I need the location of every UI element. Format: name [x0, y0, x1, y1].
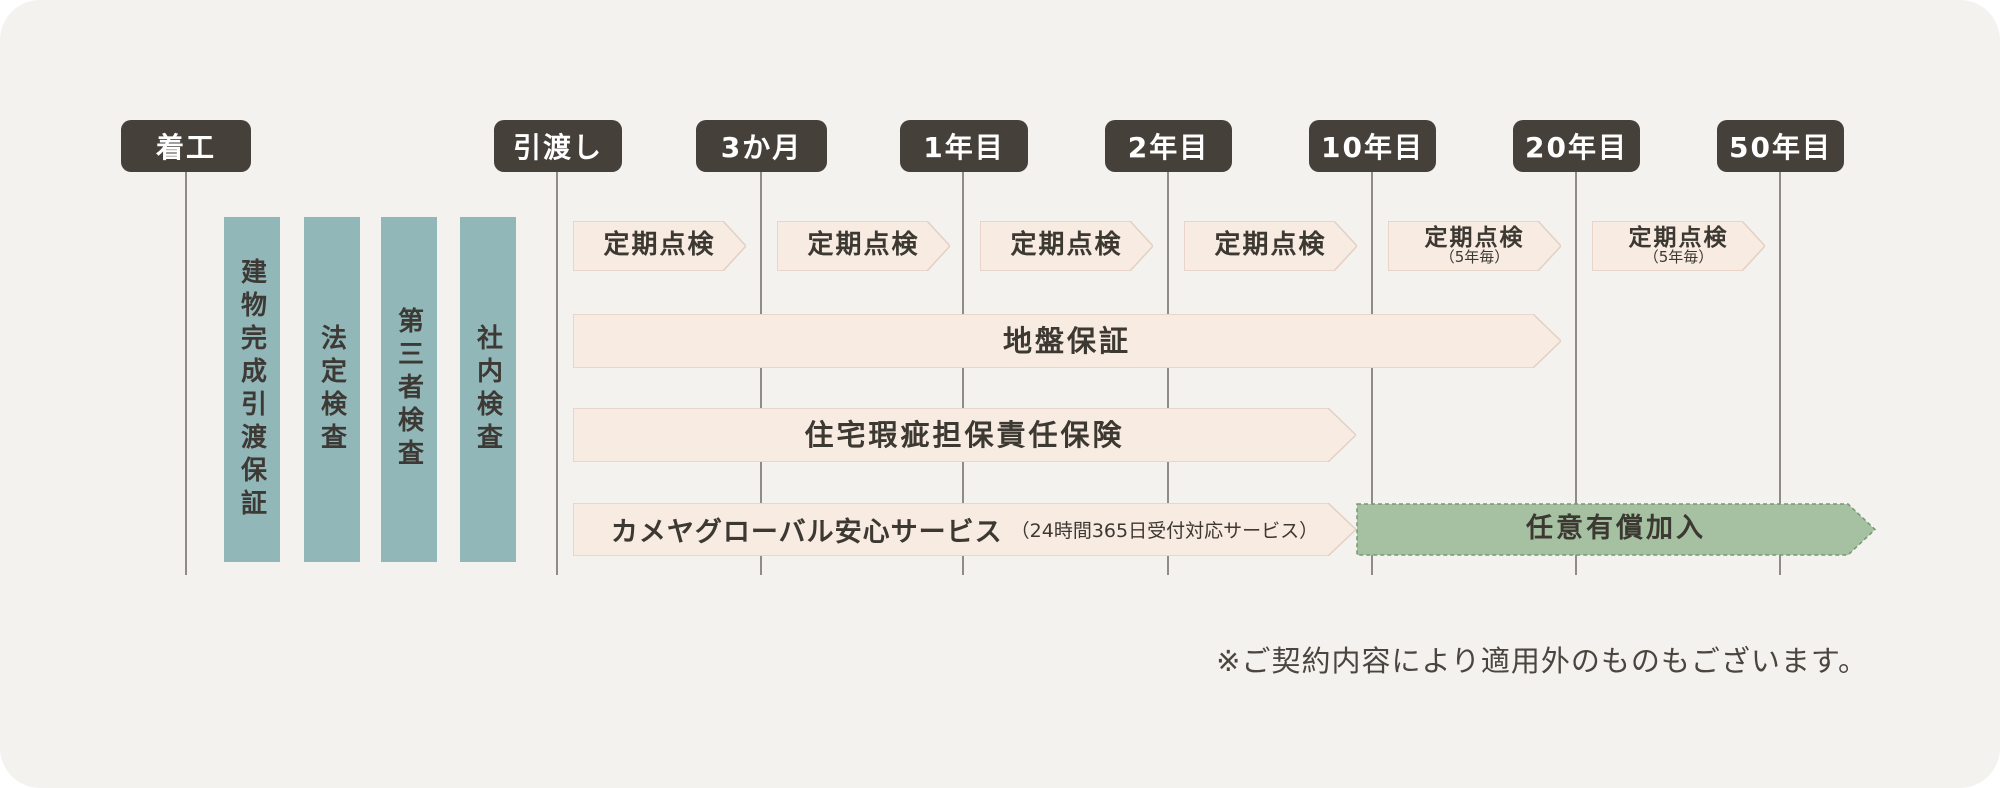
arrow-shape — [573, 314, 1561, 368]
periodic-inspection-arrow-4: 定期点検 — [1184, 221, 1357, 271]
arrow-shape — [1356, 503, 1876, 556]
timeline-line-1year — [962, 172, 964, 575]
timeline-line-hikiwatashi — [556, 172, 558, 575]
footnote: ※ご契約内容により適用外のものもございます。 — [1216, 644, 1868, 678]
periodic-inspection-sublabel: （5年毎） — [1439, 248, 1510, 267]
ground-warranty-band: 地盤保証 — [573, 314, 1561, 368]
milestone-1year: 1年目 — [900, 120, 1028, 172]
periodic-inspection-arrow-5: 定期点検 （5年毎） — [1388, 221, 1561, 271]
paid-option-label: 任意有償加入 — [1526, 513, 1706, 545]
timeline-line-10year — [1371, 172, 1373, 575]
arrow-shape — [573, 503, 1356, 556]
arrow-shape — [573, 221, 746, 271]
phase-bar-label: 第三者検査 — [393, 307, 424, 472]
milestone-handover: 引渡し — [494, 120, 622, 172]
periodic-inspection-label: 定期点検 — [603, 230, 716, 261]
periodic-inspection-arrow-1: 定期点検 — [573, 221, 746, 271]
paid-option-band: 任意有償加入 — [1356, 503, 1876, 556]
timeline-line-2year — [1167, 172, 1169, 575]
periodic-inspection-label: 定期点検 — [1424, 225, 1525, 252]
periodic-inspection-label: 定期点検 — [807, 230, 920, 261]
arrow-shape — [1388, 221, 1561, 271]
periodic-inspection-label: 定期点検 — [1010, 230, 1123, 261]
phase-bar-statutory-inspection: 法定検査 — [304, 217, 360, 562]
milestone-2year: 2年目 — [1105, 120, 1232, 172]
phase-bar-label: 建物完成引渡保証 — [236, 257, 267, 522]
periodic-inspection-label: 定期点検 — [1628, 225, 1729, 252]
arrow-shape — [573, 408, 1356, 462]
timeline-line-3months — [760, 172, 762, 575]
milestone-20year: 20年目 — [1513, 120, 1640, 172]
phase-bar-label: 社内検査 — [472, 323, 503, 456]
ground-warranty-label: 地盤保証 — [1002, 323, 1131, 358]
phase-bar-internal-inspection: 社内検査 — [460, 217, 516, 562]
service-band: カメヤグローバル安心サービス （24時間365日受付対応サービス） — [573, 503, 1356, 556]
arrow-shape — [1184, 221, 1357, 271]
phase-bar-completion-guarantee: 建物完成引渡保証 — [224, 217, 280, 562]
periodic-inspection-sublabel: （5年毎） — [1643, 248, 1714, 267]
milestone-3months: 3か月 — [696, 120, 827, 172]
service-label: カメヤグローバル安心サービス — [610, 517, 1003, 548]
defect-insurance-label: 住宅瑕疵担保責任保険 — [804, 417, 1125, 452]
periodic-inspection-label: 定期点検 — [1214, 230, 1327, 261]
milestone-start: 着工 — [121, 120, 251, 172]
defect-insurance-band: 住宅瑕疵担保責任保険 — [573, 408, 1356, 462]
arrow-shape — [777, 221, 950, 271]
milestone-50year: 50年目 — [1717, 120, 1844, 172]
milestone-10year: 10年目 — [1309, 120, 1436, 172]
phase-bar-label: 法定検査 — [316, 323, 347, 456]
periodic-inspection-arrow-3: 定期点検 — [980, 221, 1153, 271]
phase-bar-thirdparty-inspection: 第三者検査 — [381, 217, 437, 562]
periodic-inspection-arrow-2: 定期点検 — [777, 221, 950, 271]
arrow-shape — [980, 221, 1153, 271]
arrow-shape — [1592, 221, 1765, 271]
periodic-inspection-arrow-6: 定期点検 （5年毎） — [1592, 221, 1765, 271]
service-sublabel: （24時間365日受付対応サービス） — [1010, 520, 1319, 542]
timeline-line-20year — [1575, 172, 1577, 575]
timeline-line-50year — [1779, 172, 1781, 575]
timeline-line-chakko — [185, 172, 187, 575]
